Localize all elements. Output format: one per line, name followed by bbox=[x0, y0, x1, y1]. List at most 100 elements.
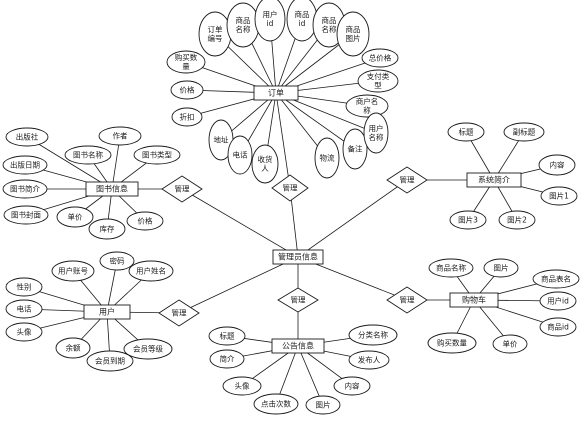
attribute-label: id bbox=[267, 19, 274, 28]
attribute-label: 标题 bbox=[220, 331, 235, 341]
attribute-node: 折扣 bbox=[171, 107, 203, 127]
entity-node: 订单 bbox=[253, 85, 299, 101]
attribute-node: 余额 bbox=[55, 337, 91, 359]
attribute-label: 订单 bbox=[208, 24, 223, 34]
attribute-node: 发布人 bbox=[348, 350, 390, 370]
attribute-ellipse bbox=[333, 376, 371, 396]
relationship-diamond bbox=[386, 166, 428, 194]
entity-box bbox=[466, 172, 522, 188]
relationship-label: 管理 bbox=[283, 183, 298, 193]
attribute-label: 图书简介 bbox=[10, 184, 40, 194]
attribute-label: 头像 bbox=[17, 327, 32, 337]
attribute-node: 购买数量 bbox=[427, 332, 477, 354]
attribute-label: 用户账号 bbox=[58, 266, 88, 276]
attribute-node: 头像 bbox=[5, 322, 43, 342]
attribute-ellipse bbox=[538, 154, 576, 176]
attribute-node: 商品表名 bbox=[532, 269, 580, 289]
relationship-diamond bbox=[271, 174, 309, 202]
entity-label: 管理员信息 bbox=[278, 252, 318, 262]
relationship-label: 管理 bbox=[172, 308, 187, 318]
entity-node: 用户 bbox=[83, 304, 131, 320]
relationship-node: 管理 bbox=[277, 287, 319, 313]
attribute-label: 图片3 bbox=[458, 215, 478, 225]
attribute-label: 名称 bbox=[236, 24, 251, 34]
attribute-label: 人 bbox=[261, 164, 269, 173]
attribute-node: 价格 bbox=[170, 80, 204, 100]
attribute-label: 支付类 bbox=[367, 71, 390, 81]
attribute-label: 用户 bbox=[369, 123, 384, 133]
entity-box bbox=[272, 249, 324, 265]
relation-link-r_order bbox=[275, 92, 291, 189]
attribute-label: 商品 bbox=[295, 9, 310, 19]
entity-node: 图书信息 bbox=[85, 181, 139, 197]
attribute-label: 备注 bbox=[348, 144, 363, 154]
attribute-ellipse bbox=[342, 128, 368, 170]
attribute-node: 收货人 bbox=[251, 144, 279, 184]
attribute-label: 简介 bbox=[220, 354, 235, 364]
attribute-label: 内容 bbox=[550, 160, 565, 170]
attribute-label: 商品 bbox=[236, 15, 251, 25]
attribute-node: 点击次数 bbox=[253, 393, 299, 415]
attribute-ellipse bbox=[128, 260, 174, 282]
attribute-ellipse bbox=[314, 137, 340, 179]
entity-label: 购物车 bbox=[462, 295, 486, 305]
attribute-ellipse bbox=[3, 205, 49, 225]
attribute-ellipse bbox=[345, 94, 389, 118]
attribute-node: 备注 bbox=[342, 128, 368, 170]
attribute-ellipse bbox=[166, 50, 206, 74]
attribute-node: 商品名称 bbox=[226, 2, 260, 48]
relationship-label: 管理 bbox=[400, 295, 415, 305]
attribute-ellipse bbox=[5, 127, 49, 147]
attribute-label: 会员到期 bbox=[95, 356, 125, 366]
attribute-node: 图片 bbox=[483, 258, 519, 278]
attribute-ellipse bbox=[51, 260, 95, 282]
attribute-ellipse bbox=[428, 258, 474, 278]
attribute-label: 用户 bbox=[263, 9, 278, 19]
attribute-ellipse bbox=[336, 11, 370, 57]
relationship-label: 管理 bbox=[400, 175, 415, 185]
attribute-label: 商品名称 bbox=[436, 263, 466, 273]
attribute-label: 图片2 bbox=[507, 215, 527, 225]
attribute-ellipse bbox=[348, 324, 398, 346]
attribute-ellipse bbox=[361, 48, 399, 68]
attribute-ellipse bbox=[449, 210, 487, 230]
attribute-node: 图书名称 bbox=[64, 145, 112, 165]
attribute-ellipse bbox=[492, 334, 528, 354]
attribute-node: 图片1 bbox=[540, 186, 578, 206]
attribute-label: 价格 bbox=[138, 216, 153, 226]
attribute-label: 电话 bbox=[17, 304, 32, 314]
attribute-label: 单价 bbox=[68, 212, 83, 222]
attribute-node: 图片2 bbox=[498, 210, 536, 230]
attribute-ellipse bbox=[539, 317, 577, 337]
attribute-node: 密码 bbox=[99, 251, 135, 271]
attribute-label: 收货 bbox=[258, 154, 273, 164]
attribute-label: 名称 bbox=[322, 24, 337, 34]
attribute-label: 图书封面 bbox=[11, 210, 41, 220]
attribute-node: 内容 bbox=[333, 376, 371, 396]
attribute-node: 用户账号 bbox=[51, 260, 95, 282]
attribute-node: 分类名称 bbox=[348, 324, 398, 346]
attribute-node: 商品名称 bbox=[428, 258, 474, 278]
attribute-node: 商品id bbox=[539, 317, 577, 337]
attribute-ellipse bbox=[483, 258, 519, 278]
attribute-label: 图片 bbox=[346, 33, 361, 43]
attribute-label: 余额 bbox=[66, 343, 81, 353]
attribute-label: 购买数 bbox=[175, 52, 198, 62]
attribute-label: 地址 bbox=[214, 135, 229, 145]
attribute-node: 会员到期 bbox=[86, 350, 134, 372]
attribute-label: 商品 bbox=[322, 15, 337, 25]
attribute-node: 物流 bbox=[314, 137, 340, 179]
attribute-label: 图书名称 bbox=[73, 150, 103, 160]
attribute-label: 型 bbox=[374, 81, 382, 90]
attribute-node: 作者 bbox=[98, 126, 142, 146]
attribute-ellipse bbox=[2, 179, 48, 199]
relationship-label: 管理 bbox=[175, 184, 190, 194]
attribute-ellipse bbox=[253, 393, 299, 415]
attribute-label: 用户姓名 bbox=[136, 266, 166, 276]
attribute-node: 总价格 bbox=[361, 48, 399, 68]
attribute-ellipse bbox=[254, 0, 286, 42]
